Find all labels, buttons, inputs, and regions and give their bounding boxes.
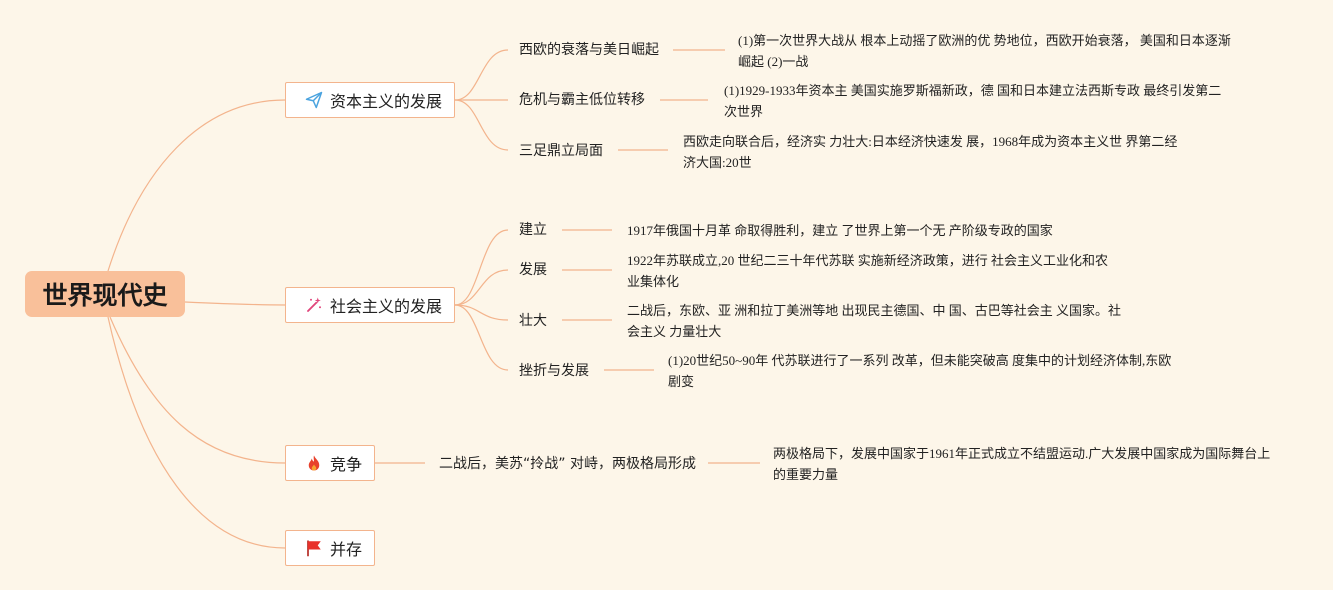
detail-establishment: 1917年俄国十月革 命取得胜利，建立 了世界上第一个无 产阶级专政的国家 [627,223,1053,238]
subtopic-crisis-hegemony[interactable]: 危机与霸主低位转移 [519,92,645,108]
connector-soc-4 [454,304,509,371]
connector-root-socialism [184,301,286,306]
branch-capitalism[interactable]: 资本主义的发展 [285,82,455,118]
root-topic[interactable]: 世界现代史 [25,271,185,317]
paper-plane-icon [304,90,324,110]
branch-label: 竞争 [330,455,363,474]
connector-cap-1 [454,49,509,101]
connector-root-coexist [107,316,286,549]
branch-label: 并存 [330,540,363,559]
flag-icon [304,538,324,558]
subtopic-growth[interactable]: 壮大 [519,313,547,329]
subtopic-setbacks[interactable]: 挫折与发展 [519,363,589,379]
connector-soc-3 [454,304,509,321]
fire-icon [304,453,324,473]
subtopic-west-decline[interactable]: 西欧的衰落与美日崛起 [519,42,659,58]
detail-cold-war: 两极格局下，发展中国家于1961年正式成立不结盟运动.广大发展中国家成为国际舞台… [773,446,1271,482]
connector-root-capitalism [107,99,286,272]
detail-growth: 二战后，东欧、亚 洲和拉丁美洲等地 出现民主德国、中 国、古巴等社会主 义国家。… [627,303,1122,339]
connector-root-competition [109,316,286,464]
branch-socialism[interactable]: 社会主义的发展 [285,287,455,323]
detail-setbacks: (1)20世纪50~90年 代苏联进行了一系列 改革，但未能突破高 度集中的计划… [668,353,1172,389]
subtopic-cold-war[interactable]: 二战后，美苏“拎战” 对峙，两极格局形成 [439,456,696,472]
branch-competition[interactable]: 竞争 [285,445,375,481]
subtopic-development[interactable]: 发展 [519,262,547,278]
connector-cap-3 [454,99,509,151]
subtopic-tripartite[interactable]: 三足鼎立局面 [519,143,603,159]
detail-tripartite: 西欧走向联合后，经济实 力壮大:日本经济快速发 展，1968年成为资本主义世 界… [683,134,1178,170]
detail-crisis-hegemony: (1)1929-1933年资本主 美国实施罗斯福新政，德 国和日本建立法西斯专政… [724,83,1222,119]
detail-west-decline: (1)第一次世界大战从 根本上动摇了欧洲的优 势地位，西欧开始衰落， 美国和日本… [738,33,1231,69]
detail-development: 1922年苏联成立,20 世纪二三十年代苏联 实施新经济政策，进行 社会主义工业… [627,253,1109,289]
branch-coexistence[interactable]: 并存 [285,530,375,566]
branch-label: 资本主义的发展 [330,92,443,111]
magic-wand-icon [304,295,324,315]
branch-label: 社会主义的发展 [330,297,443,316]
subtopic-establishment[interactable]: 建立 [519,222,547,238]
connector-soc-2 [454,269,509,306]
connector-soc-1 [454,229,509,306]
